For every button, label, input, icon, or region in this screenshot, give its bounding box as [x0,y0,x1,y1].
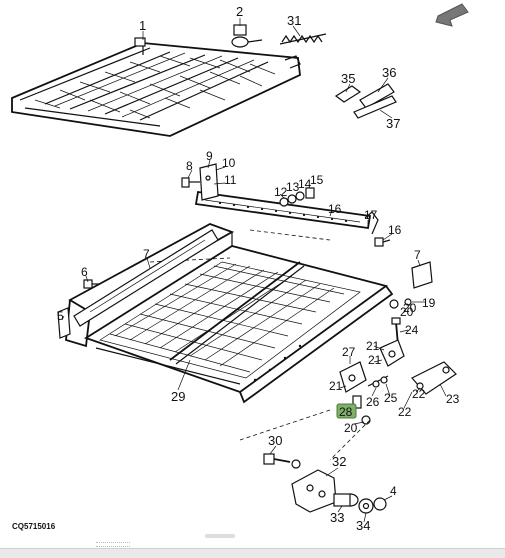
label-19: 19 [422,296,436,310]
nut-part-4 [373,497,387,511]
strip-part-37 [353,95,397,119]
link-part-23 [411,361,457,395]
scroll-grip[interactable] [205,534,235,538]
label-12: 12 [274,185,288,199]
top-grate-frame [11,37,301,137]
bolt-part-8 [181,177,200,188]
label-20-upper: 20 [403,301,417,315]
label-22-right: 22 [412,387,426,401]
sieve-pan-part-29 [65,223,394,404]
label-17: 17 [364,208,378,222]
label-29: 29 [171,389,185,404]
label-26: 26 [366,395,380,409]
label-4: 4 [390,484,397,498]
label-16-rail: 16 [328,202,342,216]
label-30: 30 [268,433,282,448]
label-25: 25 [384,391,398,405]
label-21-upper: 21 [366,339,380,353]
label-14: 14 [298,177,312,191]
bracket-part-9-10 [199,163,219,201]
label-28: 28 [339,405,353,419]
label-8: 8 [186,159,193,173]
bracket-part-21-upper [379,339,405,367]
label-9: 9 [206,149,213,163]
bolts-parts-12-15 [279,187,315,207]
diagram-code: CQ5715016 [12,522,56,531]
label-22-left: 22 [398,405,412,419]
label-2: 2 [236,4,243,19]
washer-part-34 [358,498,374,514]
bolt-part-25-26 [367,375,389,388]
side-rail-part-7-left [73,229,219,327]
label-35: 35 [341,71,355,86]
label-6: 6 [81,265,88,279]
nut-part-20-lower [361,415,371,425]
part-labels: 1 2 31 35 36 37 8 9 10 11 12 13 14 15 16… [57,4,460,533]
label-24: 24 [405,323,419,337]
drag-handle[interactable] [96,542,130,547]
label-1: 1 [139,18,146,33]
label-33: 33 [330,510,344,525]
label-32: 32 [332,454,346,469]
label-37: 37 [386,116,400,131]
clip-part-35 [334,85,362,103]
label-28-highlight [336,403,357,419]
label-20-right: 20 [400,305,414,319]
label-11: 11 [224,173,237,187]
side-bracket-part-7-right [411,261,433,289]
bottom-scrollbar[interactable] [0,548,505,558]
arrow-down-left-icon [435,3,469,27]
bolt-part-30 [263,453,301,469]
rail-part-16 [194,190,379,235]
label-21-lower: 21 [329,379,343,393]
bracket-part-27 [339,361,367,393]
label-23: 23 [446,392,460,406]
label-21-middle: 21 [368,353,382,367]
label-13: 13 [286,180,300,194]
label-20-middle: 20 [344,421,358,435]
bolt-part-16-right [374,237,391,247]
label-15: 15 [310,173,324,187]
label-16-bolt: 16 [388,223,402,237]
bracket-part-5 [57,307,71,339]
bolt-part-6 [83,279,100,289]
label-7-right: 7 [414,248,421,262]
bushing-part-33 [333,493,359,507]
label-5: 5 [57,309,64,323]
bolt-part-2 [231,24,263,48]
bolt-part-28 [352,395,362,409]
spring-part-31 [279,33,327,45]
bracket-part-32 [291,469,337,513]
label-34: 34 [356,518,370,533]
nut-part-19-20 [389,298,412,309]
label-10: 10 [222,156,236,170]
label-27: 27 [342,345,356,359]
label-36: 36 [382,65,396,80]
plate-part-36 [359,83,395,109]
label-31: 31 [287,13,301,28]
label-7-left: 7 [143,247,150,261]
